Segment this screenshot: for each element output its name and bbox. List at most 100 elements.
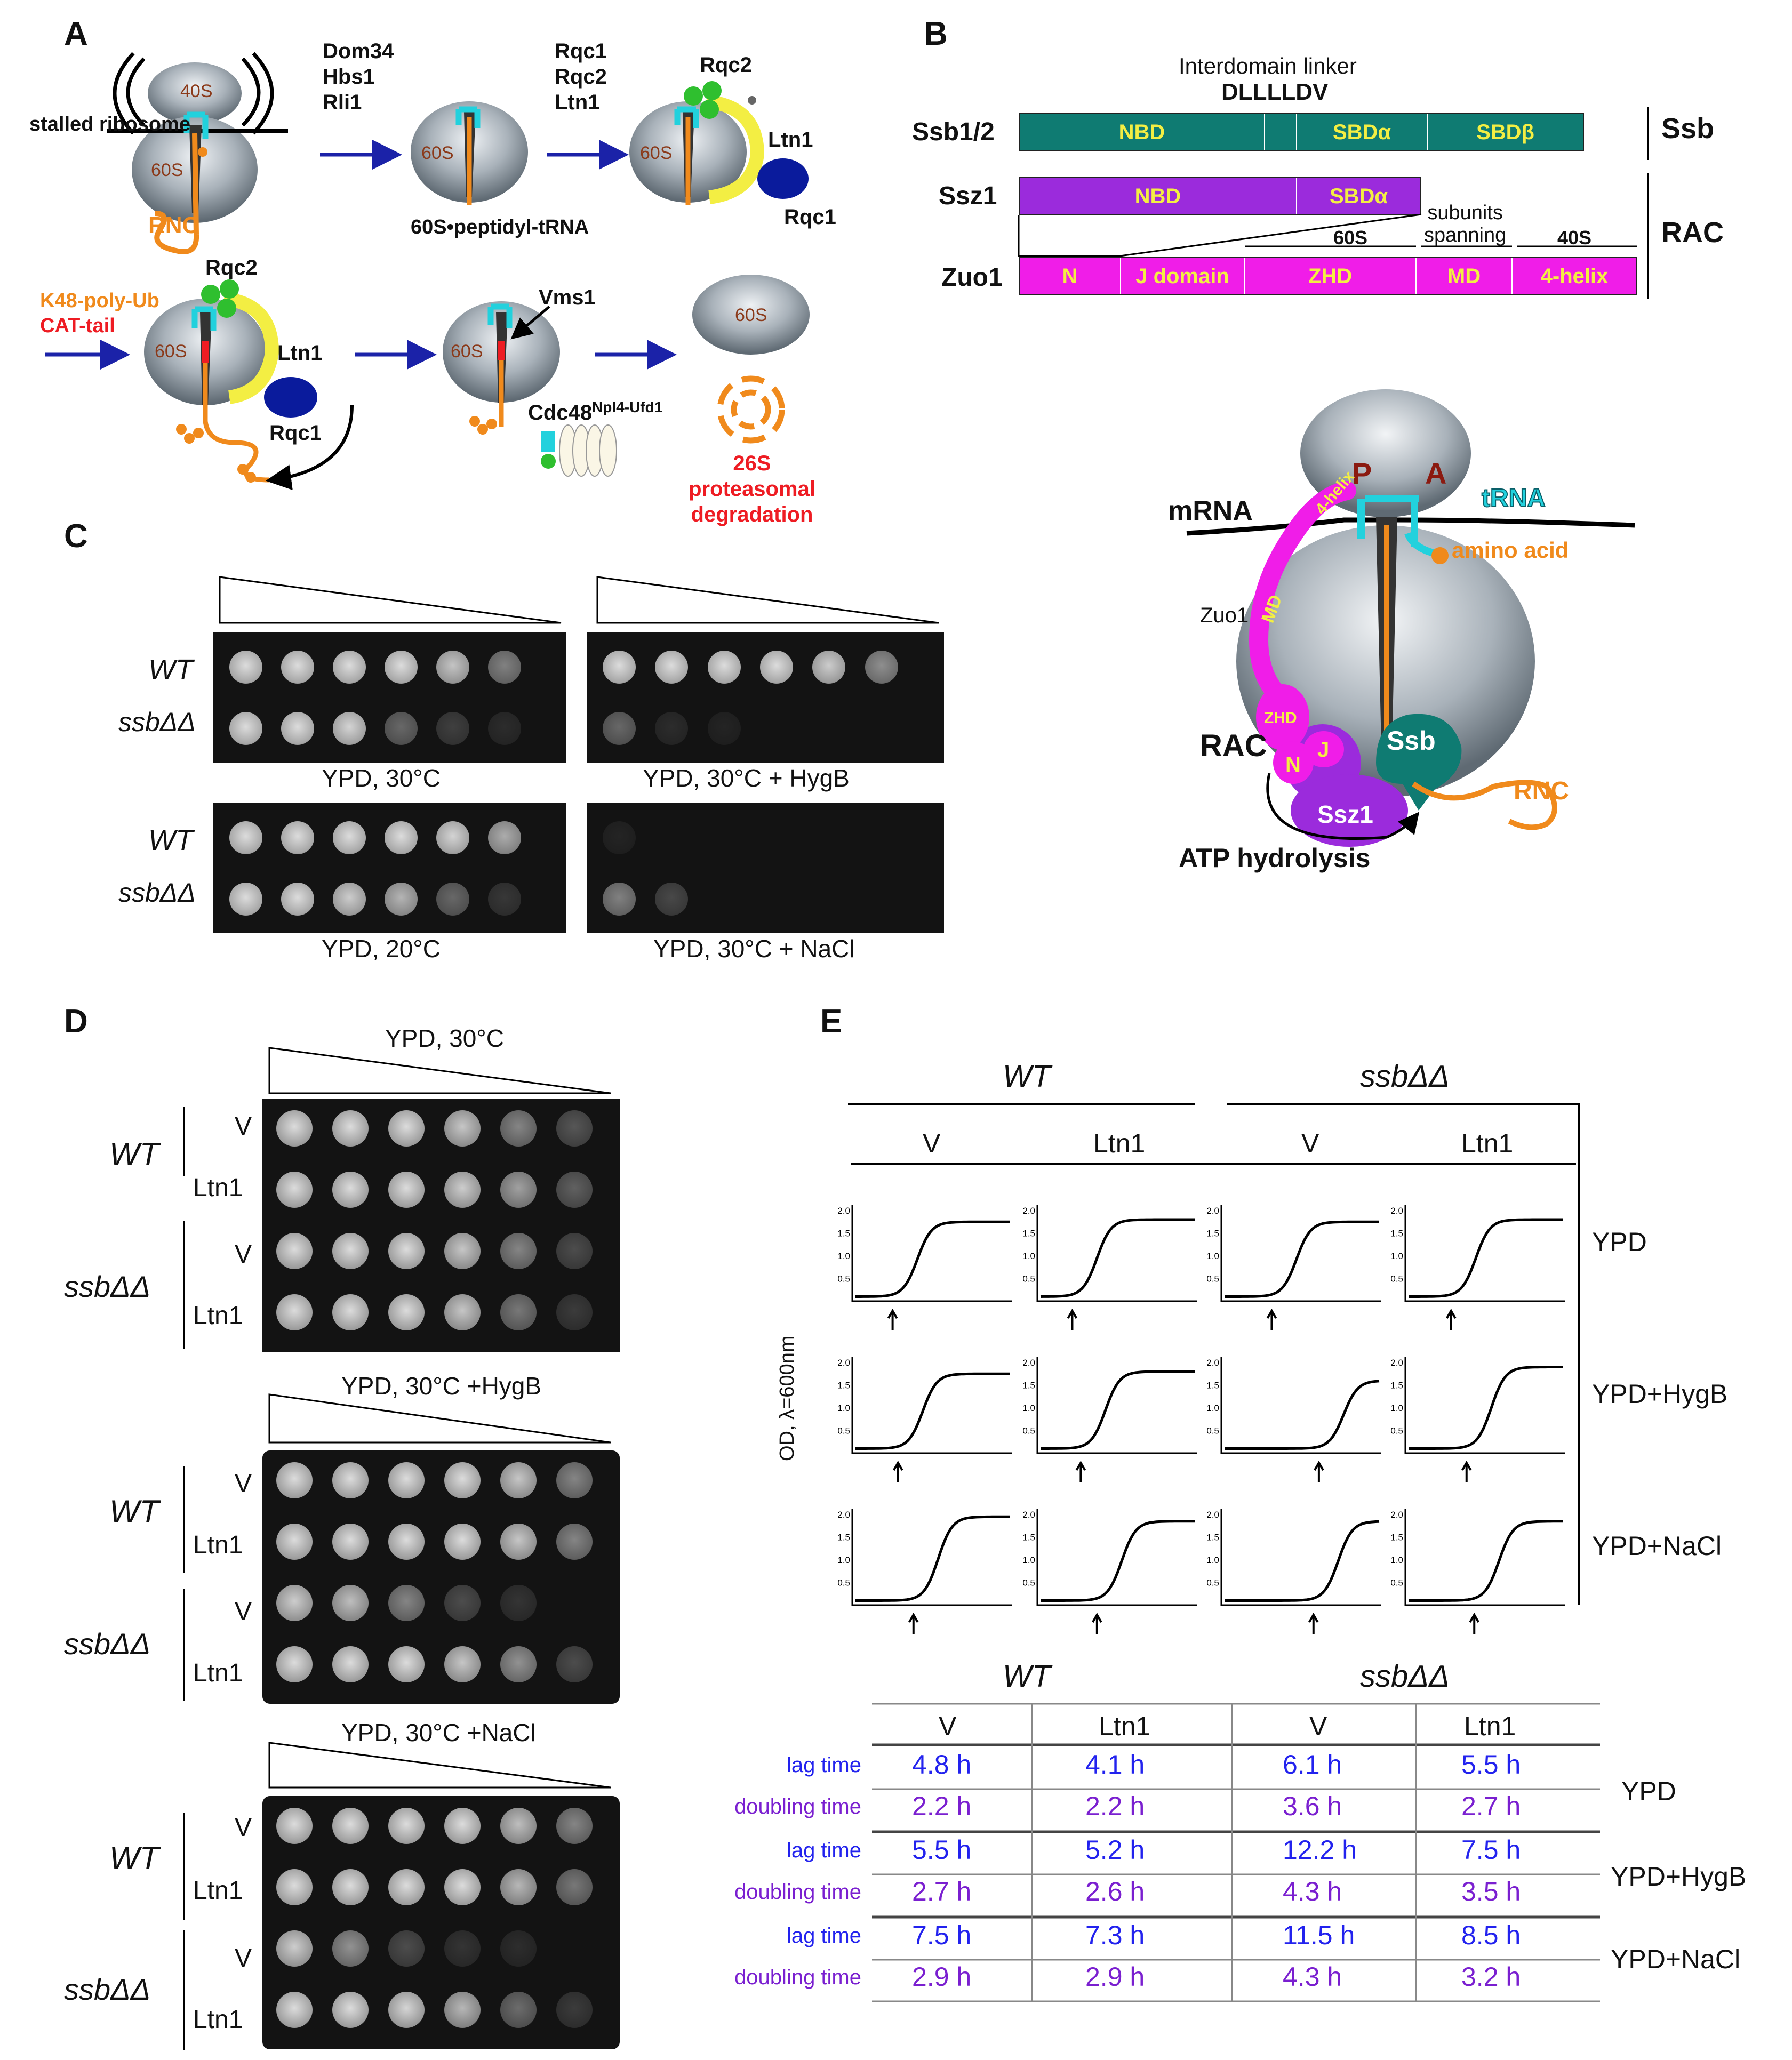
stalled-ribosome-label: stalled ribosome <box>29 113 190 135</box>
yeast-spot <box>388 1462 425 1498</box>
yeast-spot <box>332 1646 369 1682</box>
lag-arrow <box>893 1460 903 1482</box>
growth-tick-label: 1.0 <box>837 1251 850 1261</box>
growth-tick-label: 0.5 <box>1390 1578 1403 1588</box>
yeast-spot <box>500 1808 537 1844</box>
yeast-spot <box>385 883 418 916</box>
d-ltn1-label-1b: Ltn1 <box>193 1302 243 1330</box>
yeast-spot <box>388 1524 425 1560</box>
yeast-spot <box>276 1110 313 1147</box>
yeast-spot <box>865 651 898 684</box>
d-ltn1-label-3b: Ltn1 <box>193 2006 243 2034</box>
growth-tick-label: 0.5 <box>1022 1274 1035 1284</box>
table-cell: 2.2 h <box>1085 1791 1145 1821</box>
step1-factors: Dom34 Hbs1 Rli1 <box>323 38 394 115</box>
growth-curve <box>1409 1218 1563 1298</box>
yeast-spot <box>388 1869 425 1905</box>
c-plate-label-4: YPD, 30°C + NaCl <box>653 935 855 963</box>
table-cell: 4.8 h <box>912 1750 972 1780</box>
panel-e-frame <box>848 1103 1580 1605</box>
table-cond-hygb: YPD+HygB <box>1611 1862 1747 1891</box>
growth-tick-label: 2.0 <box>1022 1510 1035 1520</box>
yeast-spot <box>556 1110 593 1147</box>
panel-label-c: C <box>64 518 88 555</box>
table-row-label: lag time <box>786 1839 861 1862</box>
yeast-spot <box>488 821 521 854</box>
table-cell: 5.2 h <box>1085 1835 1145 1865</box>
yeast-spot <box>436 883 469 916</box>
growth-tick-label: 2.0 <box>1022 1206 1035 1216</box>
peptidyl-ribosome-graphic <box>411 101 528 205</box>
cat-tail-ribosome-graphic <box>144 279 354 491</box>
table-col-3: V <box>1309 1711 1327 1741</box>
growth-tick-label: 1.0 <box>1022 1555 1035 1565</box>
yeast-spot <box>388 1808 425 1844</box>
spanning-line-1: subunits <box>1427 202 1503 224</box>
growth-tick-label: 0.5 <box>1206 1578 1219 1588</box>
table-wt-header: WT <box>1003 1659 1051 1694</box>
factor-rqc1: Rqc1 <box>555 39 607 63</box>
growth-axis <box>1404 1509 1565 1606</box>
growth-curve <box>1041 1370 1195 1450</box>
yeast-spot <box>333 712 366 745</box>
table-cell: 4.3 h <box>1283 1962 1342 1992</box>
yeast-spot <box>388 1930 425 1967</box>
c-wt-label-2: WT <box>148 824 193 856</box>
yeast-spot <box>388 1172 425 1208</box>
e-ssb-header: ssbΔΔ <box>1360 1059 1450 1094</box>
table-cell: 2.9 h <box>912 1962 972 1992</box>
panel-label-b: B <box>924 15 948 52</box>
group-ssb-label: Ssb <box>1661 113 1715 145</box>
d-ltn1-label-1a: Ltn1 <box>193 1174 243 1202</box>
growth-tick-label: 1.5 <box>1390 1533 1403 1543</box>
table-cell: 3.2 h <box>1461 1962 1521 1992</box>
plate-c-2 <box>587 632 944 763</box>
factor-ltn1: Ltn1 <box>555 91 600 114</box>
final-60s-label: 60S <box>735 305 767 325</box>
growth-tick-label: 1.5 <box>1206 1533 1219 1543</box>
ltn1-label-1: Ltn1 <box>768 128 813 151</box>
lag-arrow <box>1461 1460 1472 1482</box>
yeast-spot <box>385 712 418 745</box>
ssb-diagram-label: Ssb <box>1387 726 1436 756</box>
growth-tick-label: 1.0 <box>1390 1251 1403 1261</box>
yeast-spot <box>333 883 366 916</box>
yeast-spot <box>276 1233 313 1269</box>
table-cell: 4.3 h <box>1283 1877 1342 1906</box>
d-v-label-1b: V <box>235 1240 252 1269</box>
yeast-spot <box>276 1462 313 1498</box>
cat-tail-label: CAT-tail <box>40 315 115 337</box>
growth-curve <box>855 1515 1010 1602</box>
growth-tick-label: 0.5 <box>1206 1274 1219 1284</box>
yeast-spot <box>444 1110 481 1147</box>
cdc48-text: Cdc48 <box>528 401 593 425</box>
table-cond-ypd: YPD <box>1621 1776 1676 1806</box>
ssb12-label: Ssb1/2 <box>912 118 995 146</box>
e-row-label-nacl: YPD+NaCl <box>1592 1531 1722 1561</box>
yeast-spot <box>812 651 846 684</box>
growth-curve <box>855 1220 1010 1298</box>
yeast-spot <box>556 1233 593 1269</box>
yeast-spot <box>229 651 262 684</box>
ssz1-diagram-label: Ssz1 <box>1317 800 1373 828</box>
d-ssb-label-3: ssbΔΔ <box>64 1973 151 2006</box>
yeast-spot <box>556 1869 593 1905</box>
table-col-2: Ltn1 <box>1099 1711 1151 1741</box>
growth-tick-label: 1.5 <box>1390 1381 1403 1391</box>
yeast-spot <box>276 1808 313 1844</box>
factor-rli1: Rli1 <box>323 91 362 114</box>
table-cell: 5.5 h <box>912 1835 972 1865</box>
table-cell: 7.5 h <box>912 1920 972 1950</box>
yeast-spot <box>444 1172 481 1208</box>
growth-tick-label: 1.0 <box>1206 1251 1219 1261</box>
ssz1-nbd: NBD <box>1020 178 1297 214</box>
k48-label: K48-poly-Ub <box>40 290 159 312</box>
yeast-spot <box>281 651 314 684</box>
cdc48-label: Cdc48Npl4-Ufd1 <box>528 399 662 425</box>
table-cond-nacl: YPD+NaCl <box>1611 1944 1741 1974</box>
yeast-spot <box>500 1646 537 1682</box>
c-plate-label-2: YPD, 30°C + HygB <box>643 764 850 792</box>
growth-tick-label: 0.5 <box>1390 1274 1403 1284</box>
growth-axis <box>1220 1509 1381 1606</box>
ssb-sbda: SBDα <box>1297 114 1428 150</box>
